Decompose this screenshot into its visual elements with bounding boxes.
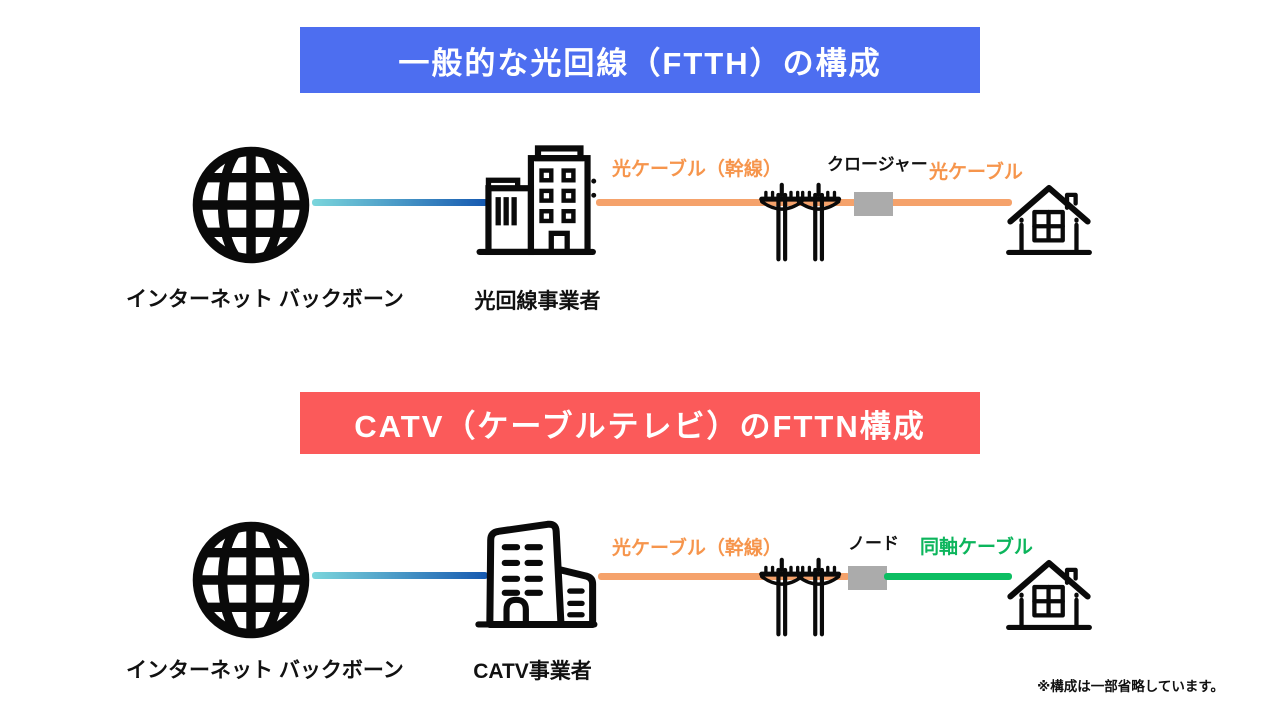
house-icon <box>1006 557 1092 636</box>
coax-cable-line <box>884 573 1012 580</box>
backbone-cable-line <box>312 199 488 206</box>
globe-icon <box>188 517 314 643</box>
trunk-cable-label: 光ケーブル（幹線） <box>612 159 782 180</box>
closure-label: クロージャー <box>827 155 928 174</box>
backbone-cable-line <box>312 572 488 579</box>
trunk-cable-label: 光ケーブル（幹線） <box>612 538 782 559</box>
office-buildings-icon <box>476 144 600 259</box>
globe-icon <box>188 142 314 268</box>
ftth-banner: 一般的な光回線（FTTH）の構成 <box>300 27 980 93</box>
provider-label: 光回線事業者 <box>474 290 601 313</box>
backbone-label: インターネット バックボーン <box>126 288 404 311</box>
catv-banner: CATV（ケーブルテレビ）のFTTN構成 <box>300 392 980 454</box>
catv-buildings-icon <box>466 512 598 635</box>
utility-poles-icon <box>750 549 842 641</box>
closure-box-icon <box>854 192 893 216</box>
drop-cable-label: 同軸ケーブル <box>920 537 1033 558</box>
optical-trunk-cable-line <box>598 573 850 580</box>
house-icon <box>1006 182 1092 261</box>
provider-label: CATV事業者 <box>473 660 592 683</box>
node-box-icon <box>848 566 887 590</box>
catv-banner-title: CATV（ケーブルテレビ）のFTTN構成 <box>354 408 926 444</box>
ftth-banner-title: 一般的な光回線（FTTH）の構成 <box>398 45 882 81</box>
footnote-note: ※構成は一部省略しています。 <box>1037 679 1224 694</box>
node-label: ノード <box>848 534 899 553</box>
utility-poles-icon <box>750 174 842 266</box>
drop-cable-label: 光ケーブル <box>929 162 1023 183</box>
backbone-label: インターネット バックボーン <box>126 659 404 682</box>
optical-trunk-cable-line <box>596 199 1012 206</box>
